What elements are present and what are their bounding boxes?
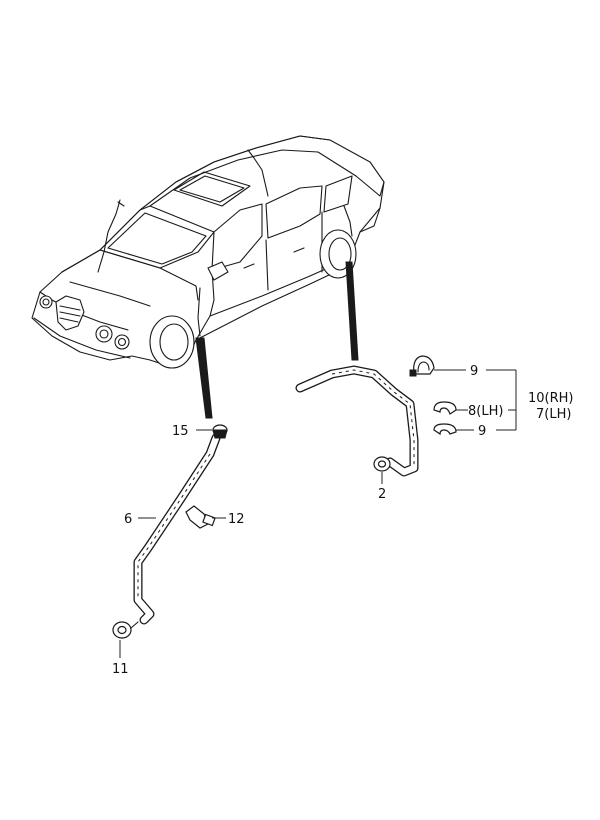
callout-2: 2 (378, 487, 386, 502)
car-illustration (31, 135, 385, 369)
callout-6: 6 (124, 512, 132, 527)
drain-hose-right (295, 365, 419, 477)
callout-10: 10(RH) (528, 391, 574, 406)
callout-9-top: 9 (470, 364, 478, 379)
clip-12 (185, 505, 216, 529)
leader-lines (119, 369, 517, 658)
clamp-9-top (409, 355, 435, 377)
callout-labels: 15 6 12 11 2 9 8(LH) 9 10(RH) 7(LH) (112, 364, 574, 677)
grommet-15 (212, 424, 228, 439)
callout-11: 11 (112, 662, 129, 677)
callout-7: 7(LH) (536, 407, 571, 422)
callout-12: 12 (228, 512, 245, 527)
drain-hose-6 (133, 433, 221, 625)
grommet-2 (373, 456, 391, 472)
callout-8: 8(LH) (468, 404, 503, 419)
clamp-8 (433, 401, 457, 415)
grommet-11 (112, 621, 139, 639)
pointer-wedges (195, 261, 359, 419)
clamp-9-bottom (433, 423, 457, 436)
callout-9-bottom: 9 (478, 424, 486, 439)
callout-15: 15 (172, 424, 189, 439)
